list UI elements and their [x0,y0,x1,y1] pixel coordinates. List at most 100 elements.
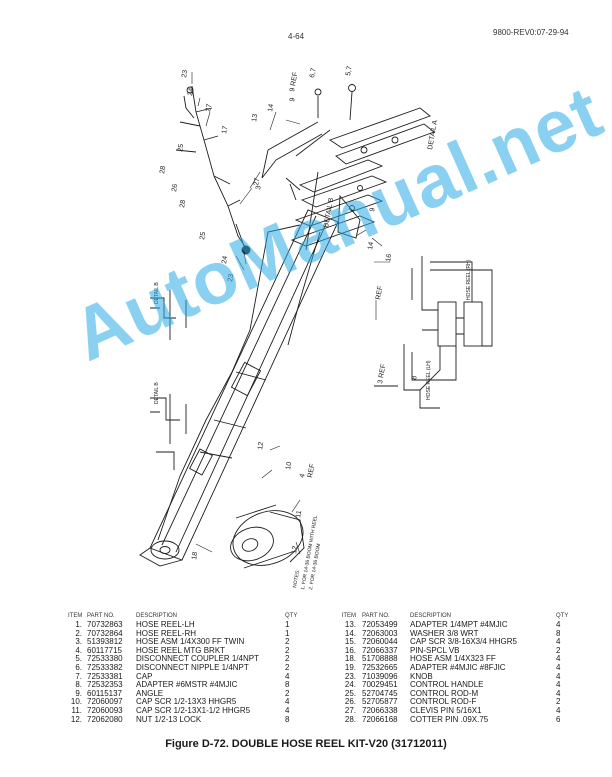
part-description: DISCONNECT COUPLER 1/4NPT [136,654,259,664]
part-quantity: 2 [285,637,290,647]
part-number: 72533381 [87,671,123,681]
part-description: CAP [136,671,153,681]
col-item-header: ITEM [341,613,356,620]
part-description: KNOB [410,671,433,681]
col-part-header: PART NO. [87,613,115,620]
item-number: 15. [344,637,356,647]
part-number: 72062080 [87,714,123,724]
callout-12-bottom: 12 [291,545,299,554]
callout-17: 17 [221,125,229,134]
item-number: 26. [344,697,356,707]
part-description: ADAPTER #4MJIC #8FJIC [410,662,506,672]
callout-28-bottom: 28 [179,199,187,208]
detail-a-label: DETAIL A [427,119,439,150]
part-description: ADAPTER #6MSTR #4MJIC [136,680,238,690]
part-number: 72532353 [87,680,123,690]
item-number: 10. [70,697,82,707]
col-desc-header: DESCRIPTION [410,613,452,620]
callout-14-mid: 14 [367,241,375,250]
part-quantity: 4 [285,697,290,707]
part-quantity: 4 [556,705,561,715]
callout-9-mid: 9 [369,207,377,212]
exploded-parts-drawing: 23 24 27 17 25 28 26 28 25 23 24 27 13 1… [139,65,493,590]
part-quantity: 4 [285,671,290,681]
dimension-details [150,290,187,470]
part-number: 72533380 [87,654,123,664]
callout-18: 18 [191,551,199,560]
item-number: 7. [75,671,82,681]
part-number: 72066168 [362,714,398,724]
part-quantity: 4 [285,705,290,715]
part-quantity: 1 [285,628,290,638]
part-description: HOSE REEL-RH [136,628,197,638]
drawing-notes: NOTES: 1. FOR 14-36 BOOM WITH REEL 2. FO… [154,259,472,590]
part-number: 60117715 [87,645,122,655]
part-description: ANGLE [136,688,164,698]
revision-code: 9800-REV0:07-29-94 [493,28,569,37]
part-description: CAP SCR 1/2-13X1-1/2 HHGR5 [136,705,251,715]
detail-b-label: DETAIL B [323,197,335,228]
callout-23-bottom: 23 [227,273,235,282]
part-description: COTTER PIN .09X.75 [410,714,489,724]
callout-14-top: 14 [267,103,275,112]
hose-reel-drum [230,504,305,569]
item-number: 28. [344,714,356,724]
part-number: 70732863 [87,620,123,629]
part-description: HOSE REEL MTG BRKT [136,645,226,655]
part-description: CONTROL HANDLE [410,680,484,690]
page-number: 4-64 [288,32,305,41]
part-quantity: 2 [285,654,290,664]
callout-8: 8 [411,375,419,380]
hose-reel-rh-label: HOSE REEL (RH) [466,259,472,300]
callout-24-bottom: 24 [221,255,229,264]
part-description: CONTROL ROD-M [410,688,479,698]
item-number: 18. [344,654,356,664]
part-description: NUT 1/2-13 LOCK [136,714,202,724]
callout-25-bottom: 25 [199,231,207,240]
part-number: 72060097 [87,697,123,707]
part-number: 52704745 [362,688,398,698]
part-description: HOSE REEL-LH [136,620,195,629]
part-number: 51708888 [362,654,398,664]
detail-b-note-1: DETAIL B [154,282,160,304]
notes-heading: NOTES: [292,569,301,588]
item-number: 25. [344,688,356,698]
ref-label-b: REF [307,463,316,478]
part-quantity: 8 [556,628,561,638]
leader-lines [191,72,390,555]
part-number: 70732864 [87,628,123,638]
item-number: 24. [344,680,356,690]
part-quantity: 4 [556,654,561,664]
part-description: CLEVIS PIN 5/16X1 [410,705,482,715]
part-number: 72532665 [362,662,398,672]
part-quantity: 2 [556,645,561,655]
part-quantity: 4 [556,680,561,690]
part-quantity: 4 [556,620,561,629]
part-quantity: 4 [556,662,561,672]
part-number: 72060044 [362,637,398,647]
control-rod-linkage [175,85,251,255]
part-number: 72066338 [362,705,398,715]
callout-27-bottom: 27 [253,177,261,186]
part-number: 51393812 [87,637,123,647]
item-number: 11. [71,705,82,715]
part-quantity: 1 [285,620,290,629]
part-number: 72066337 [362,645,398,655]
callout-25-top: 25 [177,143,185,152]
part-quantity: 8 [285,680,290,690]
